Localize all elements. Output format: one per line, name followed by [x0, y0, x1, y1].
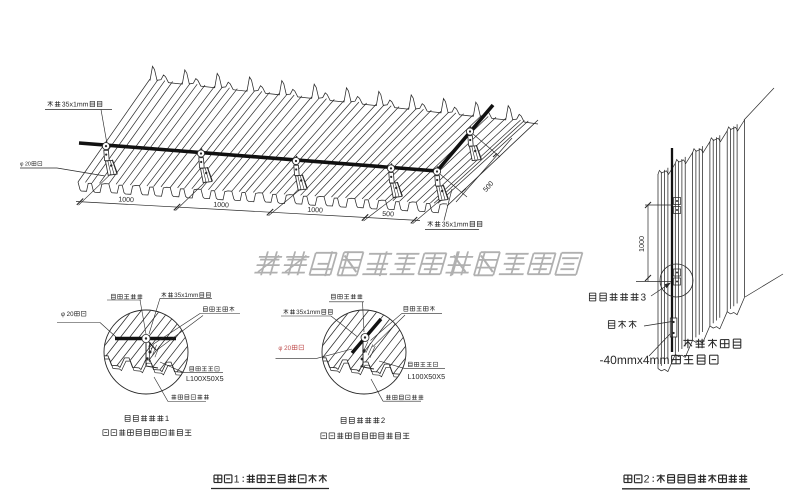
svg-text:1000: 1000 — [213, 202, 229, 210]
svg-text:500: 500 — [382, 211, 394, 219]
svg-text:2: 2 — [644, 474, 650, 486]
svg-text:1000: 1000 — [118, 196, 134, 204]
svg-text:35x1mm: 35x1mm — [442, 222, 469, 229]
svg-text:L100X50X5: L100X50X5 — [408, 372, 446, 381]
svg-text:φ 20: φ 20 — [278, 345, 291, 352]
svg-text:3: 3 — [641, 293, 647, 304]
svg-text:1: 1 — [234, 474, 240, 486]
svg-text:1000: 1000 — [637, 236, 646, 252]
svg-text:35x1mm: 35x1mm — [62, 102, 89, 109]
svg-text:35x1mm: 35x1mm — [296, 309, 320, 316]
svg-text:1000: 1000 — [307, 207, 323, 215]
svg-text:1: 1 — [165, 414, 169, 423]
svg-text:L100X50X5: L100X50X5 — [186, 374, 224, 383]
svg-text:35x1mm: 35x1mm — [174, 292, 198, 299]
svg-text:φ 20: φ 20 — [20, 162, 31, 168]
svg-text:2: 2 — [381, 416, 385, 425]
svg-text:-40mmx4mm: -40mmx4mm — [600, 353, 670, 367]
svg-text:φ 20: φ 20 — [61, 311, 74, 318]
